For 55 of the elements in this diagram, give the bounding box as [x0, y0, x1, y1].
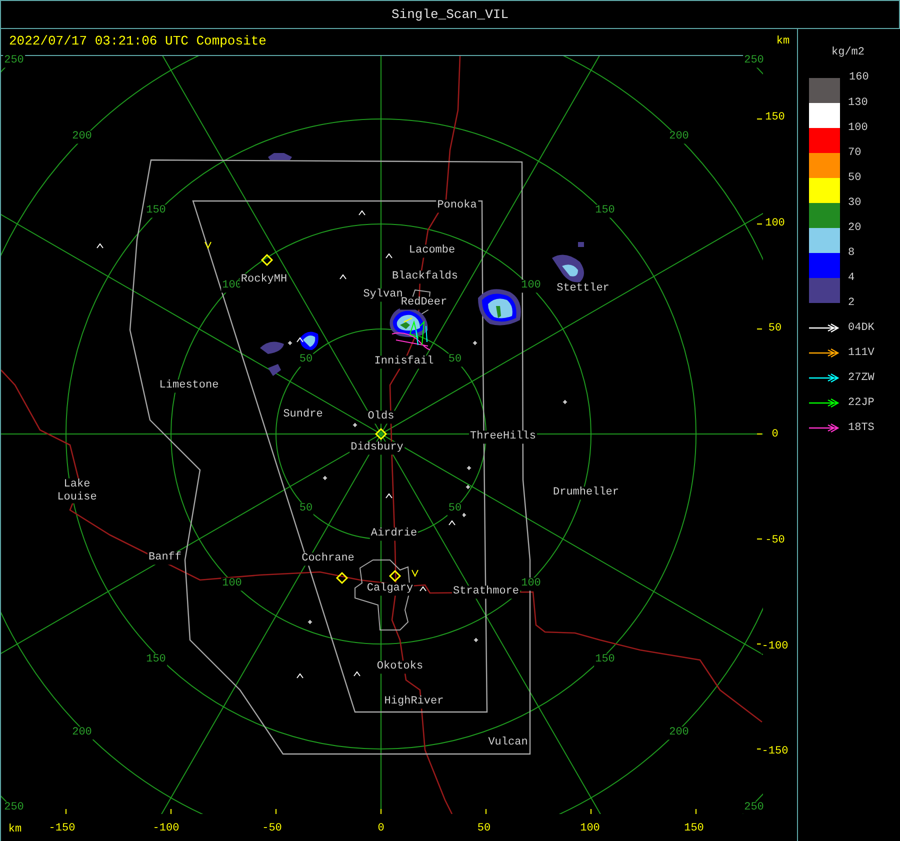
town-label: Okotoks: [376, 660, 424, 674]
legend-value-label: 8: [848, 247, 855, 259]
town-label: Cochrane: [300, 552, 356, 566]
range-ring-label: 150: [594, 654, 616, 666]
legend-value-label: 70: [848, 147, 862, 159]
legend-label: 18TS: [848, 422, 874, 434]
title-bar: Single_Scan_VIL: [0, 0, 900, 29]
town-label: Calgary: [366, 582, 414, 596]
range-ring-label: 150: [145, 654, 167, 666]
town-label: Limestone: [158, 380, 220, 392]
legend-label: 22JP: [848, 397, 874, 409]
legend-value-label: 30: [848, 197, 862, 209]
town-label: Blackfalds: [391, 270, 459, 284]
range-ring-label: 200: [71, 726, 93, 740]
legend-value-label: 130: [848, 97, 868, 109]
legend-value-label: 100: [848, 122, 868, 134]
town-label: Airdrie: [370, 528, 418, 540]
range-ring-label: 100: [520, 280, 542, 292]
range-ring-label: 150: [594, 204, 616, 218]
town-label: Olds: [366, 410, 396, 424]
town-label: RedDeer: [400, 296, 448, 310]
range-ring-label: 250: [3, 54, 25, 68]
town-label: RockyMH: [240, 274, 288, 286]
axis-tick-label: -100: [760, 640, 790, 654]
range-ring-label: 100: [221, 578, 243, 590]
range-ring-label: 50: [298, 502, 314, 516]
range-ring-label: 250: [743, 54, 765, 68]
town-label: Banff: [148, 552, 182, 564]
legend-label: 27ZW: [848, 372, 874, 384]
range-ring-label: 50: [447, 502, 463, 516]
legend-value-label: 20: [848, 222, 862, 234]
legend-title: kg/m2: [830, 46, 866, 60]
legend-label: 04DK: [848, 322, 874, 334]
timestamp-label: 2022/07/17 03:21:06 UTC Composite: [8, 34, 268, 50]
town-label: Lacombe: [408, 244, 456, 258]
range-ring-label: 250: [743, 802, 765, 814]
range-ring-label: 150: [145, 204, 167, 218]
range-ring-label: 200: [668, 726, 690, 740]
town-label: Ponoka: [436, 200, 478, 212]
town-label: Innisfail: [373, 356, 435, 368]
range-ring-label: 250: [3, 802, 25, 814]
town-label: Didsbury: [350, 442, 404, 454]
town-label: Strathmore: [452, 586, 520, 598]
legend-label: 111V: [848, 347, 874, 359]
range-ring-label: 100: [520, 578, 542, 590]
legend-value-label: 50: [848, 172, 862, 184]
legend-value-label: 4: [848, 272, 855, 284]
range-ring-label: 200: [668, 130, 690, 144]
range-ring-label: 50: [447, 354, 463, 366]
legend-value-label: 2: [848, 297, 855, 309]
town-label: ThreeHills: [469, 430, 537, 444]
town-label: HighRiver: [383, 696, 445, 708]
range-ring-label: 50: [298, 354, 314, 366]
range-ring-label: 200: [71, 130, 93, 144]
town-label: Drumheller: [552, 486, 620, 500]
